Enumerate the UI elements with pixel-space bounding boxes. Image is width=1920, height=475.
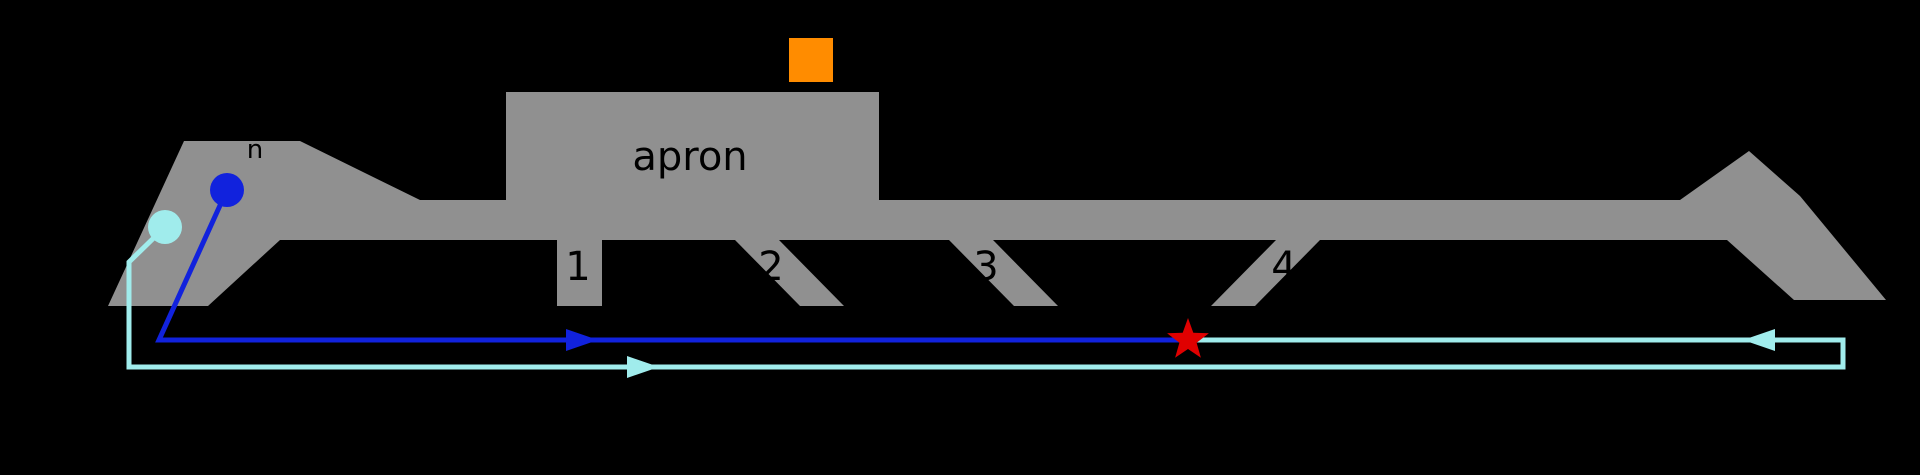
apron-label: apron (632, 134, 747, 180)
apron-pavement (506, 92, 879, 204)
taxiway-band (380, 200, 1690, 240)
exit-1-label: 1 (565, 244, 590, 290)
runway-exit-3 (949, 240, 1058, 306)
cyan-route-arrow-return (1743, 329, 1775, 351)
blue-aircraft-marker (210, 173, 244, 207)
cyan-aircraft-marker (148, 210, 182, 244)
cyan-route-arrow-outbound (627, 356, 659, 378)
exit-4-label: 4 (1271, 244, 1296, 290)
cyan-route (126, 225, 1846, 370)
runway-exit-4 (1211, 240, 1320, 306)
right-turnaround-pavement (1680, 151, 1886, 300)
runway-exit-2 (735, 240, 844, 306)
runway-exit-1 (557, 240, 602, 306)
blue-route-arrow-right (566, 329, 598, 351)
left-threshold-pavement (108, 141, 420, 306)
blue-route (155, 188, 1188, 343)
exit-3-label: 3 (973, 244, 998, 290)
building-marker (789, 38, 833, 82)
partial-label-fragment: n (247, 135, 263, 165)
exit-2-label: 2 (758, 244, 783, 290)
collision-star (1167, 318, 1209, 358)
